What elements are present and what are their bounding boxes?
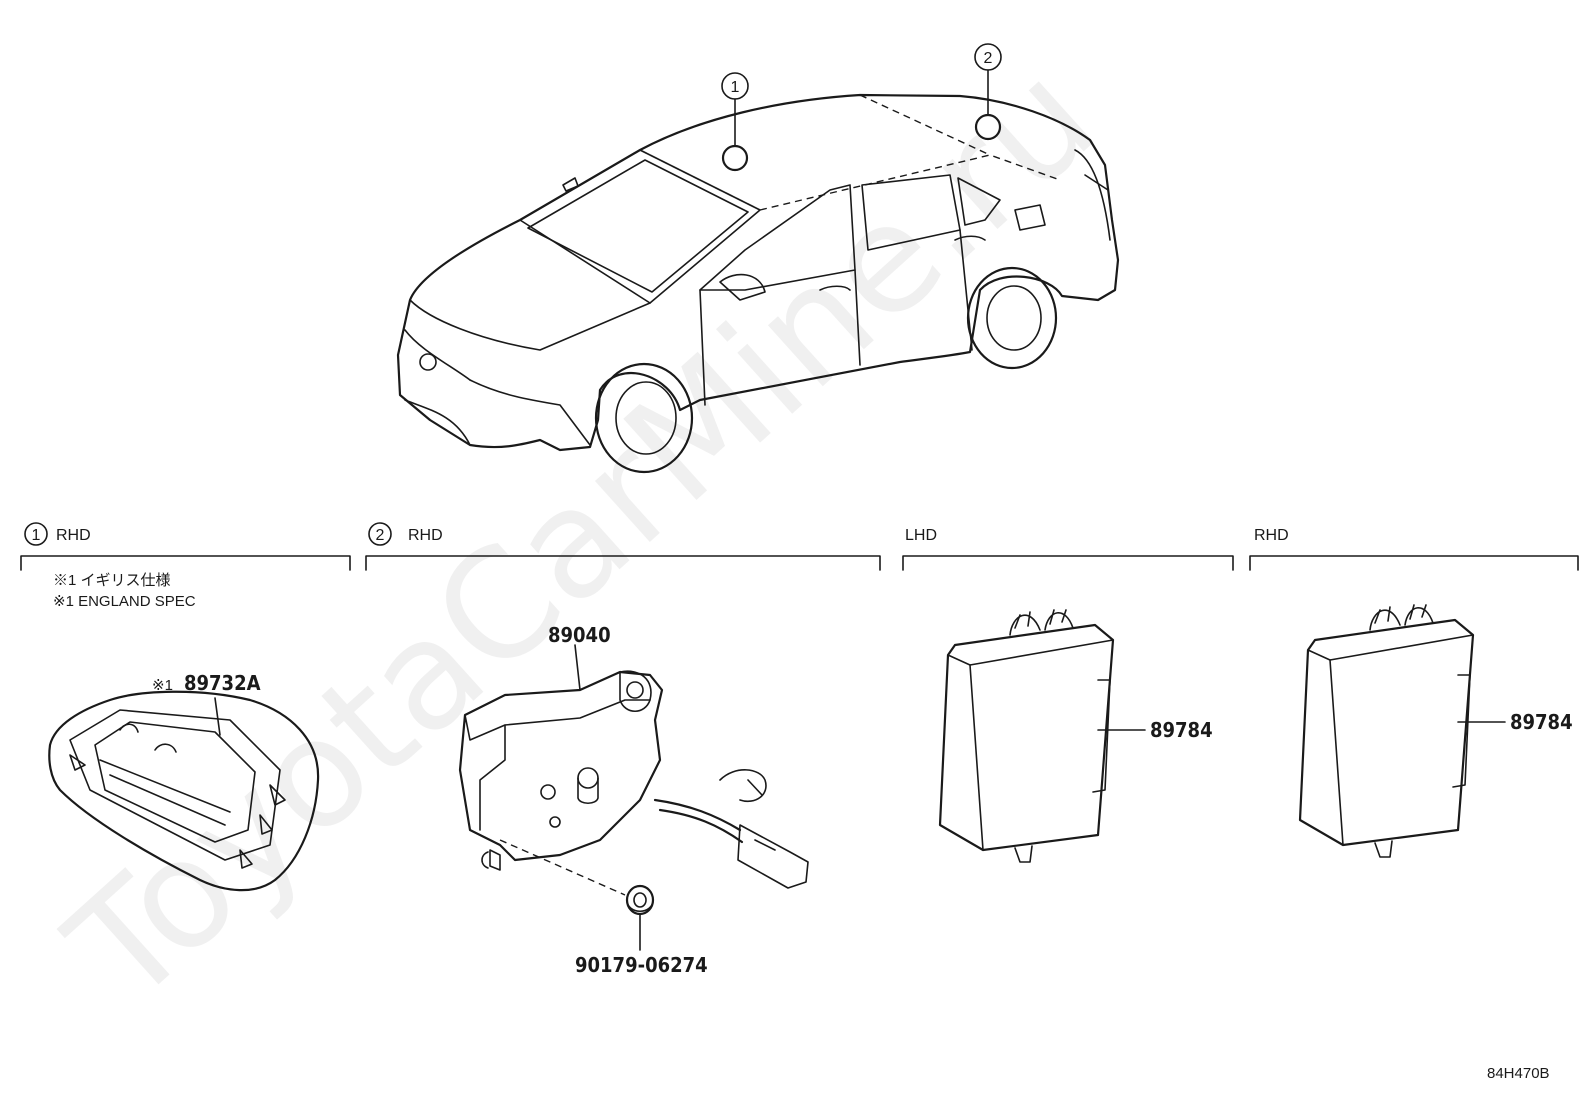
callout-2-label: 2 bbox=[984, 50, 993, 67]
ecu-lhd-part-number[interactable]: 89784 bbox=[1150, 718, 1213, 742]
section-1-marker: 1 bbox=[32, 527, 41, 544]
sensor-part-number[interactable]: 89040 bbox=[548, 623, 611, 647]
section-1-label: RHD bbox=[56, 527, 91, 544]
section-2-header: 2 RHD bbox=[365, 522, 881, 571]
callout-1[interactable]: 1 bbox=[721, 72, 749, 172]
ecu-rhd-part-number[interactable]: 89784 bbox=[1510, 710, 1573, 734]
tray-part-number[interactable]: 89732A bbox=[184, 671, 261, 695]
callout-2[interactable]: 2 bbox=[974, 43, 1002, 141]
part-ecu-rhd-89784[interactable] bbox=[1298, 604, 1475, 858]
part-ecu-lhd-89784[interactable] bbox=[938, 609, 1115, 863]
section-1-header: 1 RHD bbox=[20, 522, 351, 571]
section-3-label: LHD bbox=[905, 527, 937, 544]
diagram-code: 84H470B bbox=[1487, 1065, 1550, 1082]
section-4-header: RHD bbox=[1249, 527, 1579, 571]
note-japanese: ※1 イギリス仕様 bbox=[53, 572, 171, 589]
part-tray-89732a[interactable] bbox=[48, 690, 320, 892]
tray-prefix: ※1 bbox=[152, 677, 173, 694]
grommet-part-number[interactable]: 90179-06274 bbox=[575, 953, 708, 977]
section-4-label: RHD bbox=[1254, 527, 1289, 544]
part-grommet-90179-06274[interactable] bbox=[625, 884, 655, 916]
part-sensor-89040[interactable] bbox=[458, 670, 809, 896]
section-2-marker: 2 bbox=[376, 527, 385, 544]
section-2-label: RHD bbox=[408, 527, 443, 544]
note-english: ※1 ENGLAND SPEC bbox=[53, 593, 196, 610]
section-3-header: LHD bbox=[902, 527, 1234, 571]
vehicle-illustration bbox=[396, 93, 1120, 474]
callout-1-label: 1 bbox=[731, 79, 740, 96]
